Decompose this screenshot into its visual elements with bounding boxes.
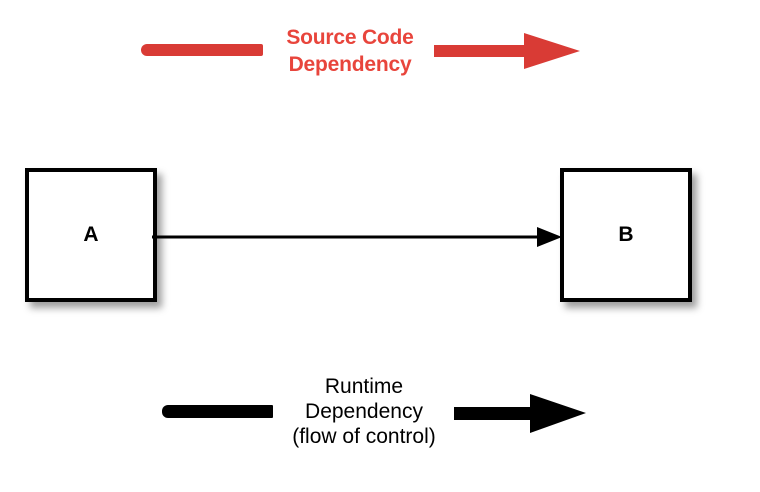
runtime-dependency-label-line2: Dependency [305, 400, 423, 423]
source-code-dependency-line [141, 44, 263, 56]
runtime-dependency-label-line1: Runtime [324, 375, 404, 398]
node-box-b-label: B [618, 223, 634, 246]
runtime-dependency-line [162, 405, 273, 418]
source-code-dependency-label: Source Code Dependency [262, 24, 438, 78]
source-code-dependency-arrow-icon [434, 33, 580, 69]
source-code-dependency-label-line2: Dependency [288, 53, 412, 76]
runtime-dependency-label: Runtime Dependency (flow of control) [272, 374, 456, 449]
dependency-arrow-a-to-b [152, 227, 562, 247]
runtime-dependency-label-line3: (flow of control) [292, 425, 436, 448]
node-box-a-label: A [83, 223, 99, 246]
node-box-b[interactable]: B [560, 168, 692, 302]
runtime-dependency-arrow-icon [454, 394, 586, 433]
source-code-dependency-label-line1: Source Code [286, 26, 414, 49]
node-box-a[interactable]: A [25, 168, 157, 302]
